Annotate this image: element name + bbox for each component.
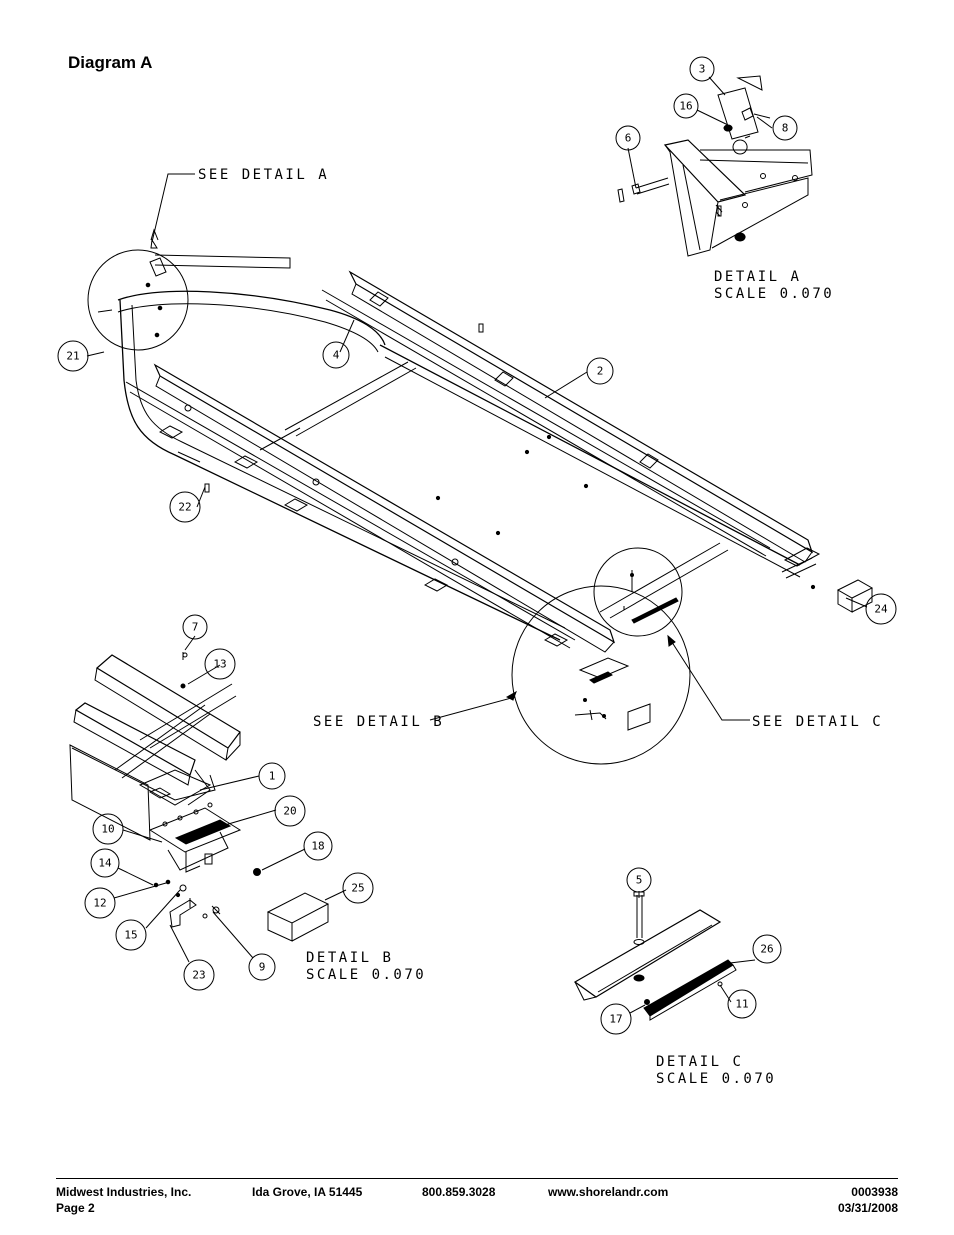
balloon-4: 4 — [333, 349, 340, 362]
detail-c-scale: SCALE 0.070 — [656, 1071, 776, 1087]
balloon-7: 7 — [192, 621, 199, 634]
block-24 — [836, 579, 874, 613]
balloon-18: 18 — [311, 840, 324, 853]
balloon-22-circle — [169, 491, 201, 523]
footer-doc-number: 0003938 — [851, 1185, 898, 1199]
balloon-23: 23 — [192, 969, 205, 982]
balloon-13: 13 — [213, 658, 226, 671]
balloon-2-circle — [586, 357, 614, 385]
balloon-23-circle — [183, 959, 215, 991]
balloon-18-circle — [303, 831, 333, 861]
balloon-9-circle — [248, 953, 276, 981]
detail-a-name: DETAIL A — [714, 269, 801, 285]
see-detail-b-label: SEE DETAIL B — [313, 714, 444, 730]
balloon-26: 26 — [760, 943, 773, 956]
balloon-1: 1 — [269, 770, 276, 783]
balloon-3: 3 — [699, 63, 706, 76]
footer-date: 03/31/2008 — [837, 1201, 898, 1215]
trailer-frame — [117, 270, 821, 653]
balloon-16: 16 — [679, 100, 692, 113]
balloon-9: 9 — [259, 961, 266, 974]
detail-a-circle — [87, 238, 291, 351]
balloon-4-circle — [322, 341, 350, 369]
page-footer: Midwest Industries, Inc. Page 2 Ida Grov… — [56, 1178, 898, 1215]
balloon-14-circle — [90, 848, 120, 878]
balloon-10: 10 — [101, 823, 114, 836]
footer-phone: 800.859.3028 — [422, 1185, 496, 1199]
balloon-13-circle — [204, 648, 236, 680]
balloon-12: 12 — [93, 897, 106, 910]
detail-b-drawing — [69, 652, 330, 942]
balloon-14: 14 — [98, 857, 112, 870]
footer-page-number: Page 2 — [56, 1201, 95, 1215]
footer-company: Midwest Industries, Inc. — [56, 1185, 192, 1199]
balloon-5-circle — [626, 867, 652, 893]
balloon-20: 20 — [283, 805, 296, 818]
balloon-leaders — [86, 76, 868, 1014]
footer-location: Ida Grove, IA 51445 — [252, 1185, 363, 1199]
balloon-11-circle — [727, 989, 757, 1019]
see-detail-leaders — [150, 173, 750, 721]
page-title: Diagram A — [68, 53, 153, 72]
detail-b-scale: SCALE 0.070 — [306, 967, 426, 983]
detail-b-name: DETAIL B — [306, 950, 393, 966]
balloon-25: 25 — [351, 882, 364, 895]
balloon-15-circle — [115, 919, 147, 951]
balloon-24-circle — [865, 593, 897, 625]
balloon-1-circle — [258, 762, 286, 790]
detail-c-drawing — [573, 891, 737, 1021]
detail-c-name: DETAIL C — [656, 1054, 743, 1070]
balloon-20-circle — [274, 795, 306, 827]
balloon-24: 24 — [874, 603, 888, 616]
balloon-6: 6 — [625, 132, 632, 145]
balloon-21-circle — [57, 340, 89, 372]
footer-website: www.shorelandr.com — [548, 1185, 669, 1199]
balloon-26-circle — [752, 934, 782, 964]
balloon-3-circle — [689, 56, 715, 82]
balloon-12-circle — [84, 887, 116, 919]
detail-a-drawing — [617, 75, 813, 257]
balloon-6-circle — [615, 125, 641, 151]
balloon-11: 11 — [735, 998, 748, 1011]
detail-c-circle — [593, 547, 683, 637]
balloon-25-circle — [342, 872, 374, 904]
see-detail-c-label: SEE DETAIL C — [752, 714, 883, 730]
see-detail-a-label: SEE DETAIL A — [198, 167, 329, 183]
detail-b-circle — [511, 585, 691, 765]
balloon-22: 22 — [178, 501, 191, 514]
balloon-8: 8 — [782, 122, 789, 135]
balloon-2: 2 — [597, 365, 604, 378]
balloon-7-circle — [182, 614, 208, 640]
balloon-8-circle — [772, 115, 798, 141]
balloon-15: 15 — [124, 929, 137, 942]
balloon-17: 17 — [609, 1013, 622, 1026]
balloon-16-circle — [673, 93, 699, 119]
balloons — [57, 56, 897, 1035]
balloon-5: 5 — [636, 874, 643, 887]
balloon-10-circle — [92, 813, 124, 845]
balloon-21: 21 — [66, 350, 79, 363]
detail-a-scale: SCALE 0.070 — [714, 286, 834, 302]
balloon-17-circle — [600, 1003, 632, 1035]
